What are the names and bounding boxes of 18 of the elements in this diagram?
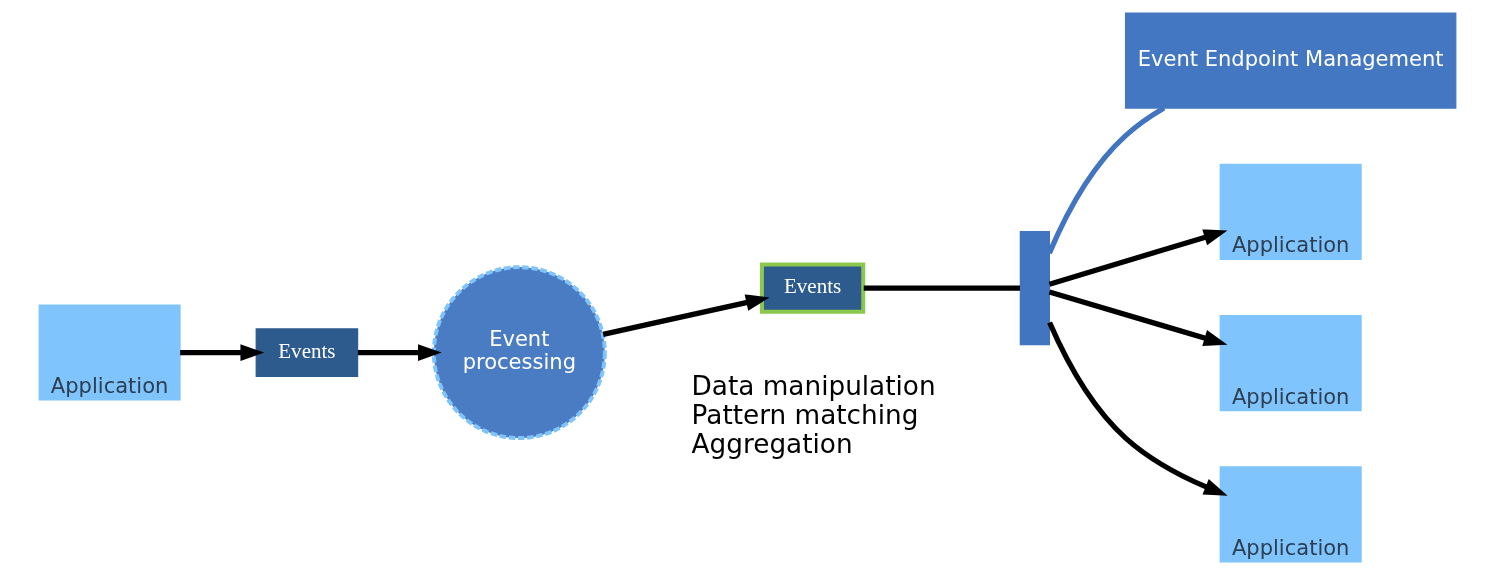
node-circle: Event processing bbox=[431, 265, 607, 441]
arrow bbox=[1047, 321, 1228, 496]
node-bar bbox=[1019, 230, 1050, 346]
arrow bbox=[180, 344, 265, 361]
arrow bbox=[1048, 229, 1228, 287]
node-box: Application bbox=[1219, 163, 1362, 260]
label: Data manipulation bbox=[691, 370, 936, 401]
label: Aggregation bbox=[691, 428, 853, 459]
arrow bbox=[1048, 289, 1228, 346]
node-box: Event Endpoint Management bbox=[1124, 12, 1457, 109]
node-box: Events bbox=[255, 328, 359, 377]
arrow bbox=[602, 294, 770, 337]
node-box: Application bbox=[1219, 315, 1362, 412]
node-box: Application bbox=[1219, 466, 1362, 563]
arrow bbox=[357, 344, 442, 361]
node-box: Events bbox=[760, 262, 866, 314]
connector bbox=[863, 285, 1020, 291]
node-box: Application bbox=[38, 304, 181, 401]
